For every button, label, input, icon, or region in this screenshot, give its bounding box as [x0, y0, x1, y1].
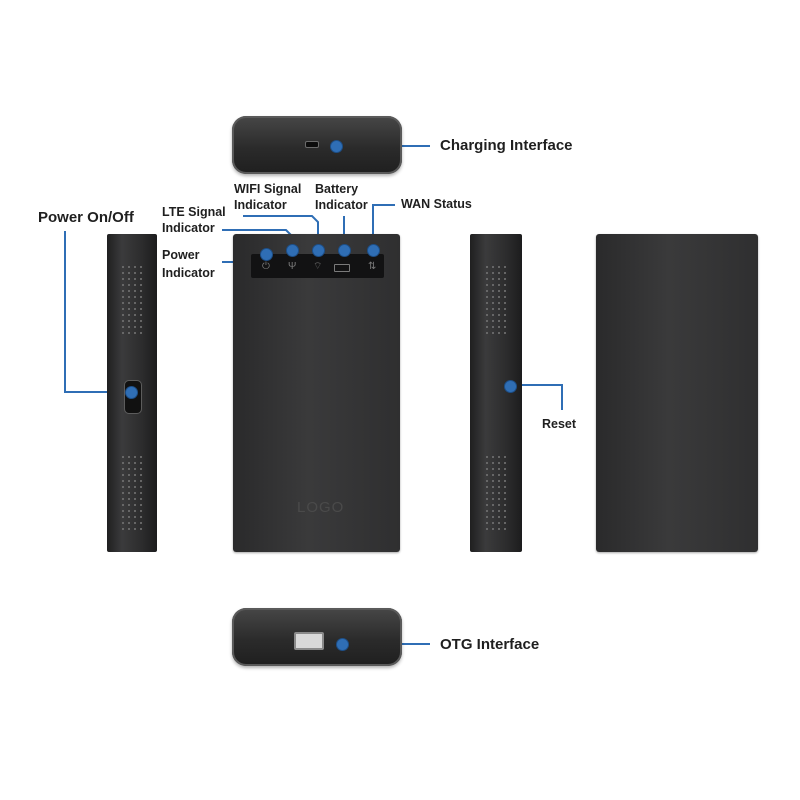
led-indicator-strip [251, 254, 384, 278]
label-charging-interface: Charging Interface [440, 137, 573, 154]
vent-holes-top [120, 264, 146, 334]
vent-holes-top [484, 264, 510, 334]
vent-holes-bottom [120, 454, 146, 534]
label-battery-line2: Indicator [315, 198, 368, 212]
wan-icon: ⇅ [368, 261, 377, 272]
bottom-edge-view [232, 608, 402, 666]
wifi-icon: ⌔ [313, 261, 323, 272]
label-power-on-off: Power On/Off [38, 209, 134, 226]
back-view [596, 234, 758, 552]
label-power-indicator-line2: Indicator [162, 266, 215, 280]
label-lte-signal-line1: LTE Signal [162, 205, 226, 219]
top-edge-view [232, 116, 402, 174]
vent-holes-bottom [484, 454, 510, 534]
power-icon: ⏻ [262, 261, 270, 272]
label-reset: Reset [542, 417, 577, 431]
power-button-dot [125, 386, 138, 399]
battery-indicator-dot [338, 244, 351, 257]
label-battery-line1: Battery [315, 182, 359, 196]
label-power-indicator-line1: Power [162, 248, 200, 262]
lte-indicator-dot [286, 244, 299, 257]
battery-icon [334, 264, 350, 272]
right-side-view [470, 234, 522, 552]
charging-dot [330, 140, 343, 153]
micro-usb-port [305, 141, 319, 148]
label-otg-interface: OTG Interface [440, 636, 540, 653]
otg-dot [336, 638, 349, 651]
wifi-indicator-dot [312, 244, 325, 257]
label-wifi-signal-line2: Indicator [234, 198, 287, 212]
label-wifi-signal-line1: WIFI Signal [234, 182, 302, 196]
reset-dot [504, 380, 517, 393]
line-reset [510, 384, 563, 410]
antenna-icon: Ψ [288, 261, 297, 272]
wan-indicator-dot [367, 244, 380, 257]
usb-a-port [294, 632, 324, 650]
power-indicator-dot [260, 248, 273, 261]
label-wan-status: WAN Status [401, 197, 472, 211]
front-view: LOGO [233, 234, 400, 552]
line-wan-status [372, 204, 395, 248]
label-lte-signal-line2: Indicator [162, 221, 215, 235]
device-logo: LOGO [297, 499, 345, 516]
